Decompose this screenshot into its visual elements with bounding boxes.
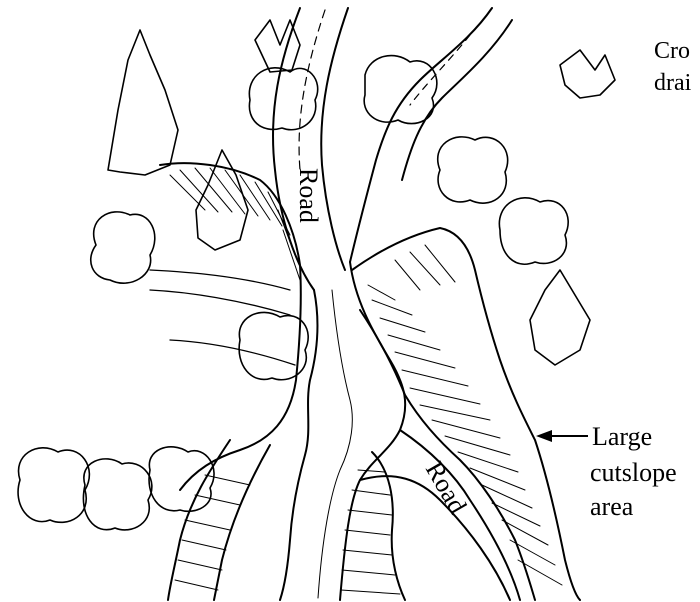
right-road-edge-1 [350, 8, 492, 262]
lower-left-cut-hatching [175, 475, 250, 590]
cutslope-label-line-2: cutslope [590, 458, 677, 488]
upper-left-cut-hatching [170, 168, 300, 280]
caption-line-2: drai [654, 70, 691, 97]
caption-line-1: Cro [654, 38, 690, 65]
cutslope-hatching [368, 245, 562, 585]
tree-group [18, 20, 615, 530]
drainage-thalweg [318, 290, 352, 598]
left-slope-line-1 [150, 270, 290, 290]
upper-road-right-edge [321, 8, 348, 270]
right-road-dash [410, 35, 470, 105]
cutslope-arrow [536, 430, 588, 442]
cutslope-label-line-3: area [590, 492, 633, 522]
lower-center-bank [372, 452, 405, 600]
drainage-right-bank [340, 262, 405, 600]
right-road-edge-2 [402, 20, 512, 180]
left-slope-line-3 [170, 340, 295, 365]
road-label-upper: Road [294, 168, 323, 223]
cutslope-label-line-1: Large [592, 422, 652, 452]
upper-road-left-edge [273, 8, 314, 290]
lower-left-road-edge-1 [168, 440, 230, 600]
left-slope-line-2 [150, 290, 290, 315]
lower-left-road-edge-2 [214, 445, 270, 600]
